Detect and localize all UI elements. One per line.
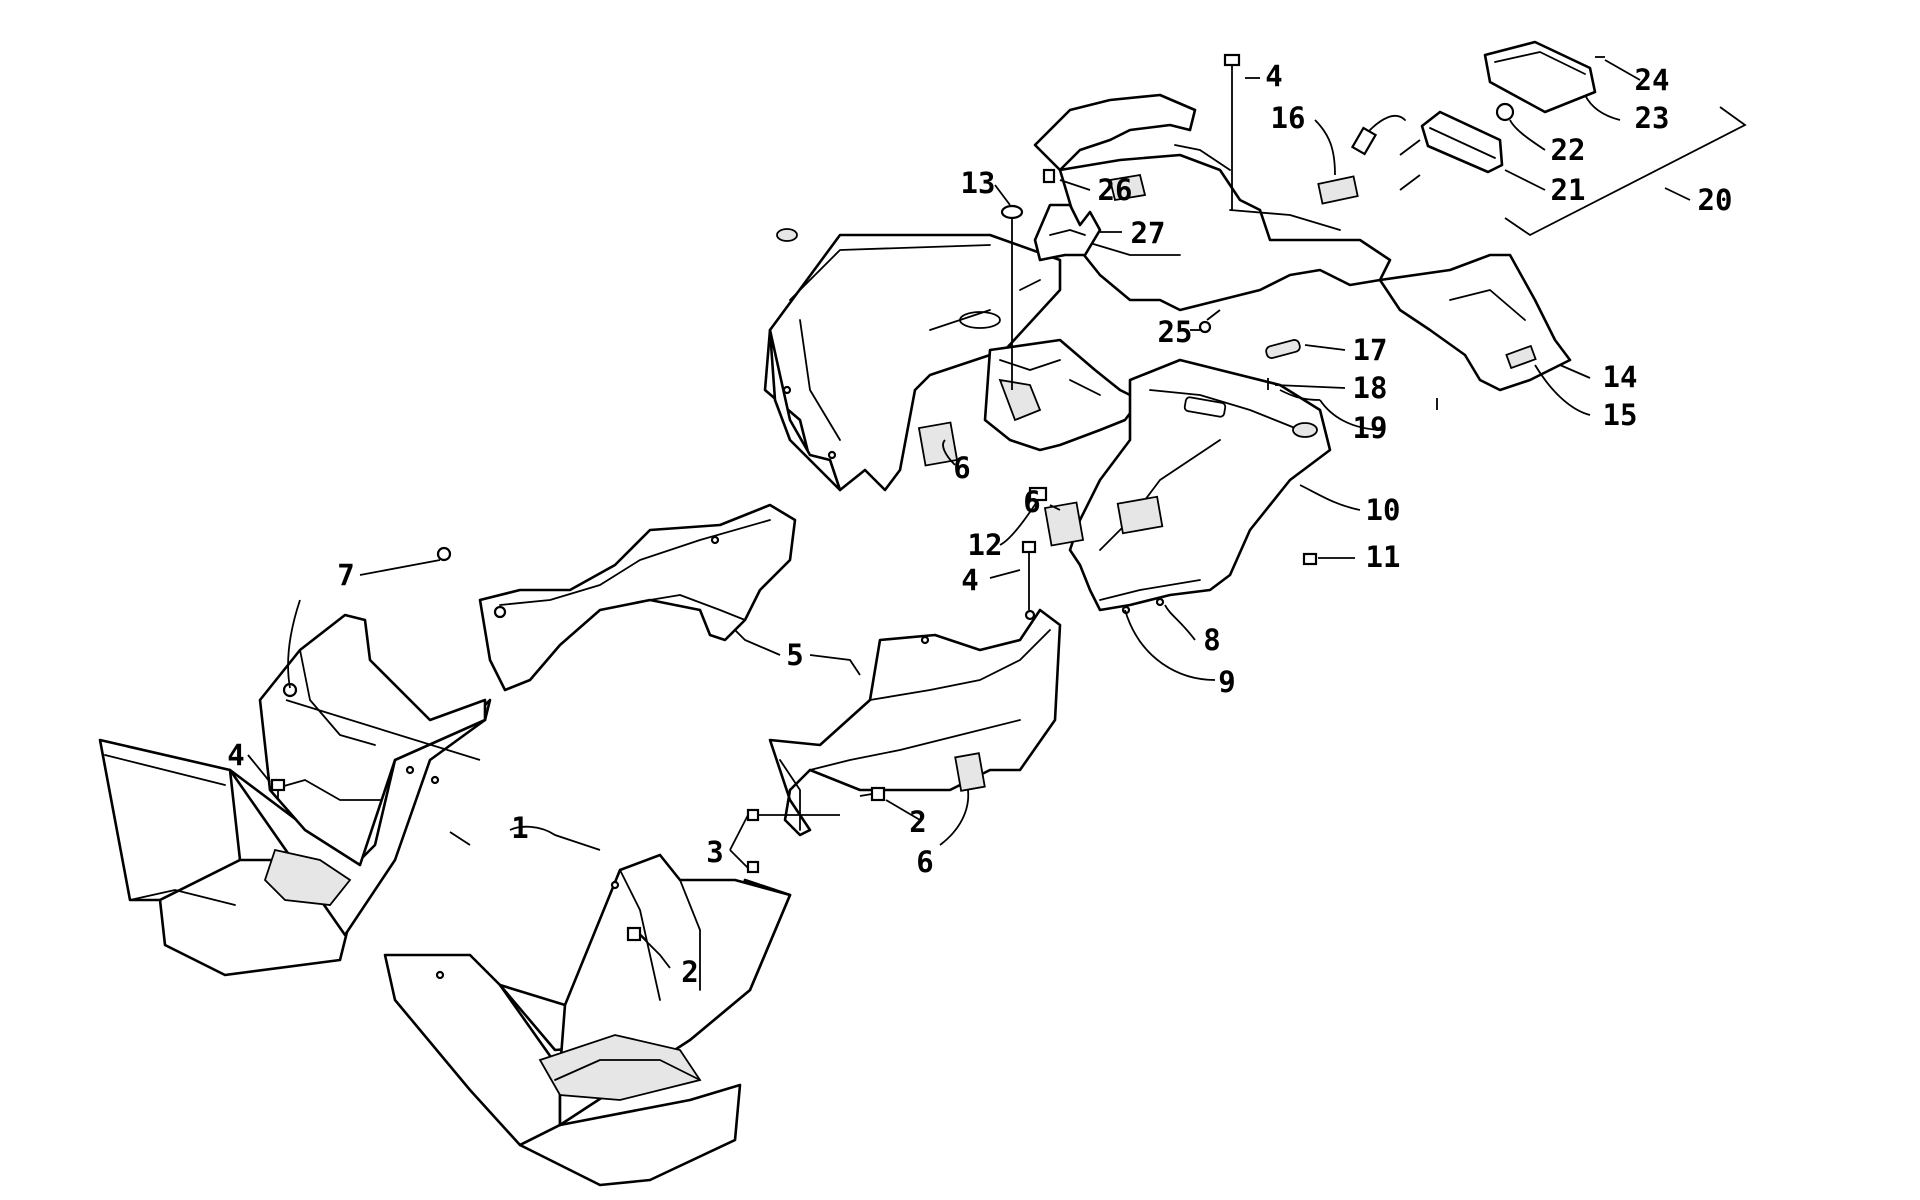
decal-6-upper [917, 421, 959, 467]
callout-2-upper: 2 [909, 805, 926, 839]
callout-24: 24 [1635, 63, 1670, 97]
bolt-2-upper [859, 786, 886, 802]
left-footwell [98, 613, 492, 977]
leader-lines [247, 59, 1747, 969]
callout-16: 16 [1271, 101, 1306, 135]
callout-15: 15 [1603, 398, 1638, 432]
assembly-lines [285, 80, 1421, 816]
screw-26 [1042, 168, 1056, 184]
callout-6-middle: 6 [1023, 485, 1040, 519]
callout-4-middle: 4 [961, 563, 978, 597]
reflector-17 [1265, 339, 1301, 359]
callout-2-lower: 2 [681, 955, 698, 989]
rear-fender-center [983, 338, 1142, 452]
rear-rack-top [1033, 93, 1392, 312]
grommet-13 [1000, 204, 1024, 220]
callout-6-upper: 6 [953, 451, 970, 485]
screw-4-mid [1021, 540, 1037, 565]
callout-6-lower: 6 [916, 845, 933, 879]
decal-6-lower [954, 752, 986, 792]
nut-3-upper [746, 808, 760, 822]
callout-3: 3 [706, 835, 723, 869]
right-footwell [383, 853, 792, 1187]
mounting-bracket [1033, 203, 1102, 262]
callout-19: 19 [1353, 411, 1388, 445]
callout-17: 17 [1353, 333, 1388, 367]
callout-1: 1 [511, 811, 528, 845]
callout-26: 26 [1098, 173, 1133, 207]
screw-4-top [1223, 53, 1241, 80]
callout-4-top: 4 [1265, 59, 1282, 93]
rivet-7-upper [436, 546, 452, 562]
callout-22: 22 [1551, 133, 1586, 167]
callout-8: 8 [1203, 623, 1220, 657]
callout-9: 9 [1218, 665, 1235, 699]
callout-27: 27 [1131, 216, 1166, 250]
callout-labels: 1 2 2 3 4 4 4 5 6 6 6 7 8 9 10 11 12 13 … [227, 59, 1732, 989]
screw-11 [1302, 552, 1318, 566]
nut-25 [1198, 320, 1212, 334]
callout-10: 10 [1366, 493, 1401, 527]
callout-20: 20 [1698, 183, 1733, 217]
decal-6-middle [1043, 501, 1085, 547]
callout-7: 7 [337, 558, 354, 592]
screw-4-left [270, 778, 286, 800]
left-splash-panel [478, 503, 797, 692]
callout-12: 12 [968, 528, 1003, 562]
rear-fender-extension [1378, 253, 1572, 392]
right-rear-fender [1068, 358, 1332, 615]
callout-23: 23 [1635, 101, 1670, 135]
fasteners [270, 53, 1605, 942]
callout-25: 25 [1158, 315, 1193, 349]
callout-14: 14 [1603, 360, 1638, 394]
nut-3-lower [746, 860, 760, 874]
tail-light-assembly [1350, 40, 1597, 174]
decal-9 [1116, 495, 1164, 535]
callout-11: 11 [1366, 540, 1401, 574]
callout-4-left: 4 [227, 738, 244, 772]
callout-5: 5 [786, 638, 803, 672]
left-rear-fender [763, 228, 1062, 492]
right-splash-panel [768, 608, 1062, 837]
callout-18: 18 [1353, 371, 1388, 405]
callout-21: 21 [1551, 173, 1586, 207]
callout-13: 13 [961, 166, 996, 200]
